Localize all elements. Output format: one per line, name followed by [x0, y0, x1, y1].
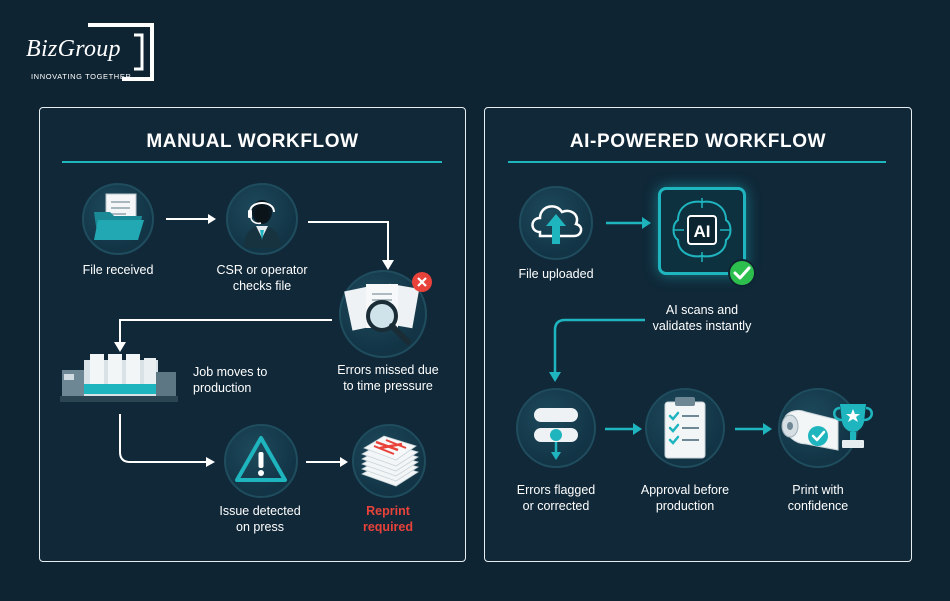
step-label-approval-line1: Approval before: [640, 483, 730, 497]
logo-frame: [88, 23, 154, 81]
step-label-errors-flagged-line1: Errors flagged: [516, 483, 596, 497]
paper-stack-icon: [361, 435, 419, 487]
logo-wordmark: BizGroup: [26, 36, 121, 62]
step-label-errors-flagged-line2: or corrected: [522, 499, 590, 513]
arrow-elbow-down-icon: [119, 414, 215, 467]
arrow-right-icon: [306, 457, 348, 467]
manual-title-rule: [62, 161, 442, 163]
logo-tagline: INNOVATING TOGETHER: [31, 72, 132, 81]
error-x-icon: [412, 272, 432, 292]
file-uploaded-circle: [519, 186, 593, 260]
cloud-upload-icon: [531, 205, 583, 244]
step-label-errors-line1: Errors missed due: [337, 363, 439, 377]
step-label-file-uploaded: File uploaded: [518, 267, 594, 281]
magnifier-documents-icon: [344, 283, 420, 345]
step-label-issue-line2: on press: [236, 520, 284, 534]
checklist-clipboard-icon: [664, 397, 706, 459]
ai-workflow-title: AI-POWERED WORKFLOW: [569, 131, 827, 152]
arrow-elbow-left-icon: [114, 319, 332, 352]
step-label-reprint-line2: required: [362, 520, 413, 534]
step-label-ai-scan-line1: AI scans and: [665, 303, 739, 317]
flag-toggle-icon: [534, 408, 578, 460]
warning-triangle-icon: [235, 436, 287, 482]
step-label-ai-scan-line2: validates instantly: [652, 319, 752, 333]
step-label-file-received: File received: [82, 263, 154, 277]
step-label-errors-line2: to time pressure: [343, 379, 433, 393]
operator-headset-icon: [244, 200, 280, 248]
arrow-right-icon: [605, 423, 642, 435]
arrow-elbow-icon: [308, 221, 394, 270]
step-label-print-line2: confidence: [787, 499, 849, 513]
step-label-print-line1: Print with: [792, 483, 844, 497]
arrow-elbow-left-icon: [549, 318, 645, 382]
ai-brain-icon: [672, 198, 732, 262]
step-label-production-line1: Job moves to: [193, 365, 268, 379]
step-label-production-line2: production: [193, 381, 252, 395]
manual-workflow-title: MANUAL WORKFLOW: [146, 131, 359, 152]
arrow-right-icon: [735, 423, 772, 435]
step-label-reprint-line1: Reprint: [366, 504, 410, 518]
arrow-right-icon: [606, 217, 651, 229]
step-label-issue-line1: Issue detected: [219, 504, 301, 518]
arrow-right-icon: [166, 214, 216, 224]
step-label-approval-line2: production: [655, 499, 715, 513]
print-roll-trophy-icon: [781, 404, 873, 451]
printing-press-icon: [60, 354, 178, 402]
success-check-icon: [728, 259, 756, 287]
ai-chip-text: AI: [693, 222, 711, 241]
step-label-csr-line1: CSR or operator: [216, 263, 308, 277]
ai-title-rule: [508, 161, 886, 163]
folder-icon: [94, 193, 144, 240]
step-label-csr-line2: checks file: [232, 279, 292, 293]
